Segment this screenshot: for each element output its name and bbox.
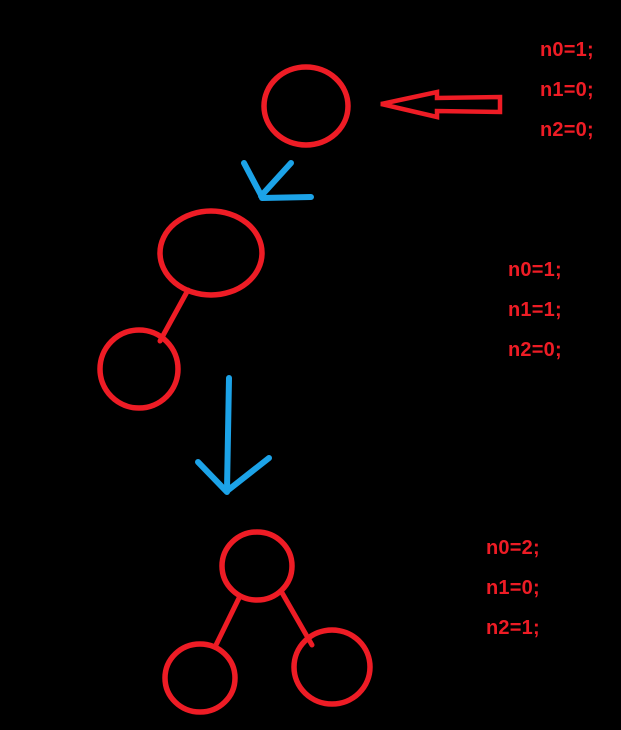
- step-arrow-2-head-right: [224, 455, 272, 494]
- annotation-stage-2-line-n1: n1=1;: [508, 299, 562, 321]
- annotation-stage-1: n0=1; n1=0; n2=0;: [540, 30, 594, 150]
- annotation-stage-2-line-n2: n2=0;: [508, 339, 562, 361]
- annotation-stage-3: n0=2; n1=0; n2=1;: [486, 528, 540, 648]
- pointer-arrow-1: [380, 89, 503, 120]
- tree-edge-t3-root-to-t3-left: [212, 593, 243, 650]
- tree-node-t1-root[interactable]: [261, 64, 351, 148]
- annotation-stage-1-line-n2: n2=0;: [540, 119, 594, 141]
- pointer-arrow-1-outline: [380, 89, 503, 120]
- annotation-stage-1-line-n0: n0=1;: [540, 39, 594, 61]
- step-arrow-1-head-right: [259, 194, 314, 201]
- annotation-stage-2: n0=1; n1=1; n2=0;: [508, 250, 562, 370]
- tree-node-t3-root[interactable]: [219, 529, 295, 603]
- annotation-stage-2-line-n0: n0=1;: [508, 259, 562, 281]
- tree-node-t3-left[interactable]: [162, 641, 238, 715]
- step-arrow-2: [195, 375, 272, 495]
- step-arrow-1-head-left: [241, 160, 265, 200]
- tree-stage-3: [162, 529, 373, 715]
- annotation-stage-3-line-n0: n0=2;: [486, 537, 540, 559]
- step-arrow-1: [241, 160, 314, 201]
- annotation-stage-3-line-n1: n1=0;: [486, 577, 540, 599]
- tree-node-t2-left[interactable]: [97, 327, 181, 411]
- tree-node-t2-root[interactable]: [157, 208, 265, 298]
- tree-stage-1: [261, 64, 351, 148]
- tree-node-t3-right[interactable]: [291, 627, 373, 707]
- tree-stage-2: [97, 208, 265, 411]
- annotation-stage-1-line-n1: n1=0;: [540, 79, 594, 101]
- step-arrow-2-shaft: [224, 375, 232, 493]
- step-arrow-2-head-left: [195, 459, 230, 495]
- step-arrow-1-shaft: [258, 160, 294, 199]
- annotation-stage-3-line-n2: n2=1;: [486, 617, 540, 639]
- tree-edge-t2-root-to-t2-left: [157, 287, 191, 344]
